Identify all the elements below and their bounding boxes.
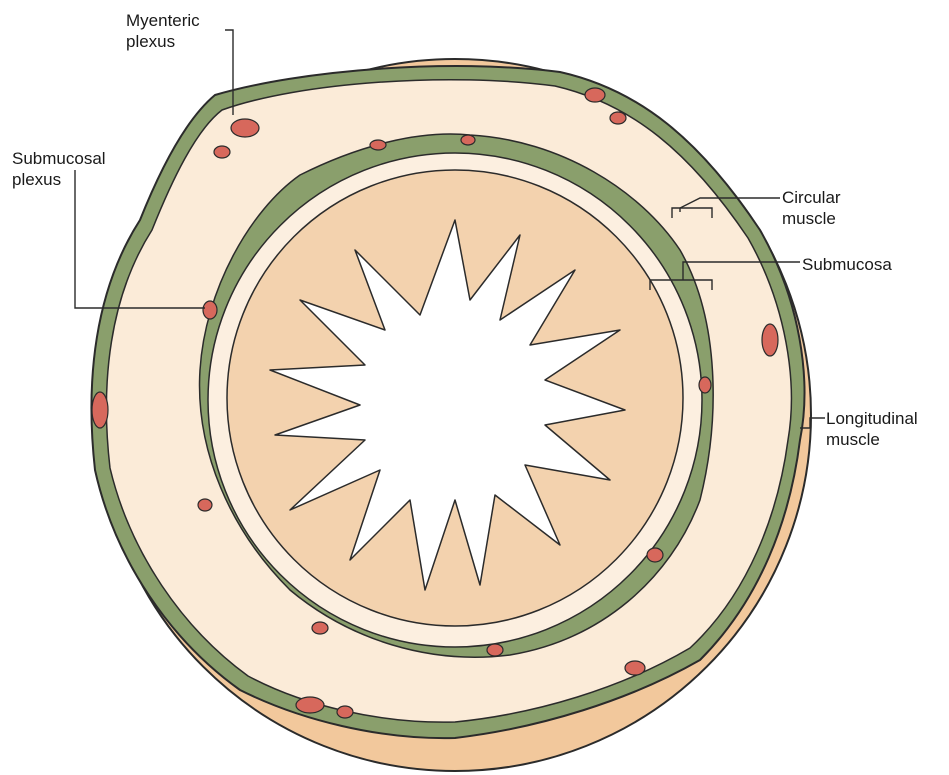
- ganglion: [370, 140, 386, 150]
- ganglion: [231, 119, 259, 137]
- label-myenteric-plexus: Myenteric plexus: [126, 10, 200, 52]
- ganglion: [296, 697, 324, 713]
- ganglion: [312, 622, 328, 634]
- label-submucosal-plexus: Submucosal plexus: [12, 148, 106, 190]
- ganglion: [699, 377, 711, 393]
- label-submucosa: Submucosa: [802, 254, 892, 275]
- ganglion: [625, 661, 645, 675]
- ganglion: [214, 146, 230, 158]
- ganglion: [610, 112, 626, 124]
- ganglion: [647, 548, 663, 562]
- ganglion: [461, 135, 475, 145]
- ganglion: [487, 644, 503, 656]
- ganglion: [337, 706, 353, 718]
- ganglion: [203, 301, 217, 319]
- ganglion: [198, 499, 212, 511]
- label-circular-muscle: Circular muscle: [782, 187, 841, 229]
- ganglion: [92, 392, 108, 428]
- label-longitudinal-muscle: Longitudinal muscle: [826, 408, 918, 450]
- ganglion: [585, 88, 605, 102]
- ganglion: [762, 324, 778, 356]
